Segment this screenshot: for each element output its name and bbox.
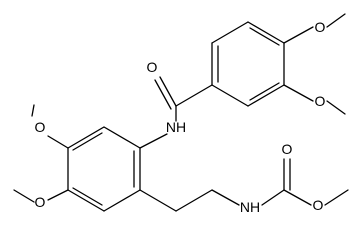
methoxy-bond [13,189,35,203]
top-ring-bond [247,84,285,107]
atom-label-o-ester-carbamate: O [313,197,324,213]
bottom-ring-bond [67,126,105,149]
carbonyl-double-bond [154,79,172,110]
top-ring-bond [211,21,249,44]
bonds [13,13,349,212]
methoxy-bond [47,135,69,149]
ethyl-bond [175,189,213,212]
atom-label-o-methoxy-left-lower: O [35,194,46,210]
methoxy-bond [283,84,314,102]
ethyl-bond [211,189,240,206]
top-ring-bond-inner [249,82,280,101]
methoxy-bond [31,104,35,117]
molecule-structure-diagram: O O O NH O O O NH O [13,13,349,215]
top-ring-bond-inner [249,27,280,46]
atom-label-nh-amide: NH [166,119,186,135]
carbamate-bond [261,189,285,206]
atom-label-o-methoxy-left-upper: O [35,119,46,135]
amide-bond [139,133,168,149]
top-ring-bond [211,84,249,107]
methoxy-bond [47,189,69,201]
atom-label-nh-carbamate: NH [240,199,260,215]
bottom-ring-bond [103,189,141,212]
methoxy-bond [326,13,346,28]
atom-label-o-methoxy-3: O [315,93,326,109]
carbamate-bond [324,189,349,206]
methoxy-bond [283,26,314,44]
methoxy-bond [326,100,346,115]
atom-label-o-carbonyl-amide: O [147,59,158,75]
atom-labels: O O O NH O O O NH O [35,19,326,215]
ethyl-bond [139,189,177,212]
bottom-ring-bond [103,126,141,149]
carbonyl-bond [175,84,213,107]
top-ring-bond [247,21,285,44]
carbonyl-double-bond [159,76,177,107]
bottom-ring-bond-inner [72,187,103,206]
atom-label-o-carbonyl-carbamate: O [282,141,293,157]
bottom-ring-bond-inner [72,132,103,151]
atom-label-o-methoxy-4: O [315,19,326,35]
bottom-ring-bond [67,189,105,212]
carbamate-bond [283,189,312,206]
